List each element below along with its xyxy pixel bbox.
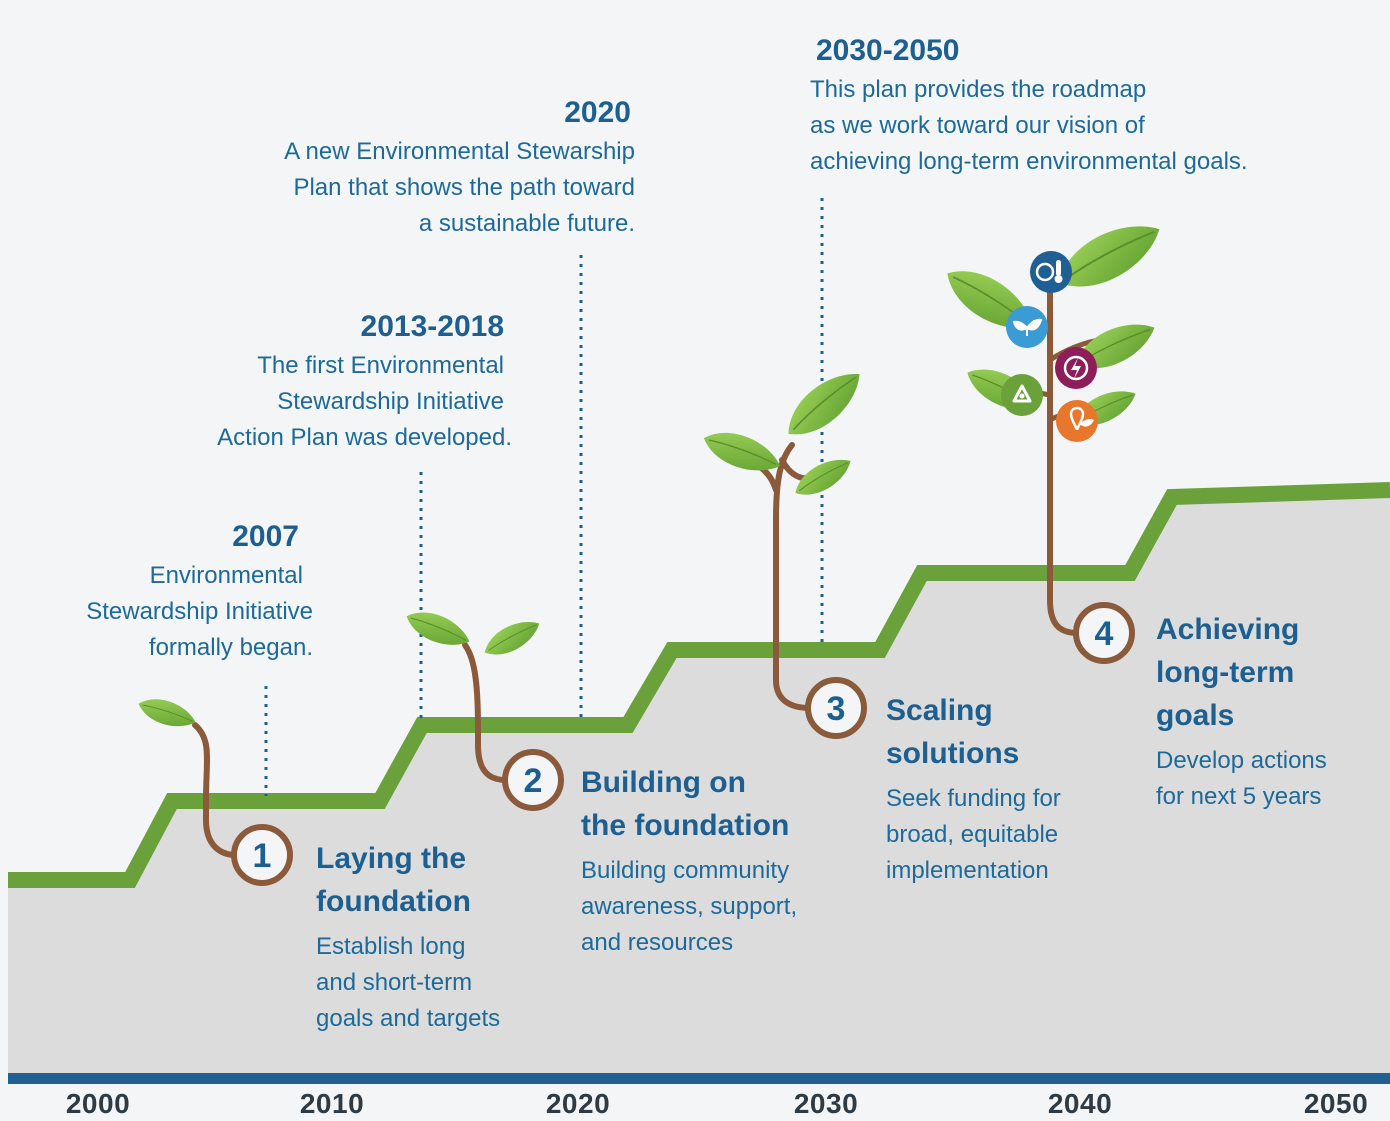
stage-4-text: Achieving long-term goals Develop action… <box>1156 608 1381 815</box>
milestone-2020-line-1: A new Environmental Stewarship <box>284 138 635 165</box>
stage-2-number: 2 <box>524 762 543 800</box>
milestone-2013-2018-line-3: Action Plan was developed. <box>217 424 512 451</box>
stage-4-circle <box>1073 602 1135 664</box>
milestone-2030-2050-year: 2030-2050 <box>816 34 960 67</box>
axis-label-2030: 2030 <box>793 1088 859 1119</box>
stage-4-title-line-3: goals <box>1156 699 1235 732</box>
axis-label-2010: 2010 <box>299 1088 365 1119</box>
stage-2-desc-line-2: awareness, support, <box>581 893 798 920</box>
stage-1-number: 1 <box>253 837 272 875</box>
stage-2-desc-line-1: Building community <box>581 857 790 884</box>
milestone-2007-line-3: formally began. <box>148 634 313 661</box>
stage-2-description: Building community awareness, support, a… <box>581 853 871 961</box>
axis-label-2000: 2000 <box>65 1088 131 1119</box>
plant-stage-3: 3 <box>697 359 873 739</box>
stage-3-description: Seek funding for broad, equitable implem… <box>886 781 1136 889</box>
stage-1-circle <box>231 824 293 886</box>
climate-icon <box>1030 251 1072 293</box>
milestone-2007: 2007 Environmental Stewardship Initiativ… <box>18 516 313 666</box>
stage-3-title-line-1: Scaling <box>886 694 993 727</box>
stage-1-title-line-1: Laying the <box>316 842 467 875</box>
milestone-2020: 2020 A new Environmental Stewarship Plan… <box>160 92 635 242</box>
axis-label-2020: 2020 <box>545 1088 611 1119</box>
stage-4-number: 4 <box>1095 615 1114 653</box>
milestone-2030-2050-line-2: as we work toward our vision of <box>810 112 1145 139</box>
stage-1-title: Laying the foundation <box>316 837 576 923</box>
plant-stage-2: 2 <box>400 603 564 811</box>
milestone-2030-2050-line-1: This plan provides the roadmap <box>810 76 1147 103</box>
stage-2-title: Building on the foundation <box>581 761 871 847</box>
energy-icon <box>1055 347 1097 389</box>
stage-1-desc-line-1: Establish long <box>316 933 466 960</box>
milestone-2007-year: 2007 <box>232 520 299 553</box>
stage-2-text: Building on the foundation Building comm… <box>581 761 871 961</box>
stage-1-description: Establish long and short-term goals and … <box>316 929 576 1037</box>
milestone-2020-year: 2020 <box>564 96 631 129</box>
milestone-2020-line-3: a sustainable future. <box>418 210 635 237</box>
stage-4-title-line-2: long-term <box>1156 656 1295 689</box>
stage-3-text: Scaling solutions Seek funding for broad… <box>886 689 1136 889</box>
milestone-2030-2050: 2030-2050 This plan provides the roadmap… <box>810 30 1380 180</box>
milestone-2030-2050-line-3: achieving long-term environmental goals. <box>810 148 1248 175</box>
stage-3-title: Scaling solutions <box>886 689 1136 775</box>
step-line <box>8 482 1390 888</box>
stage-2-desc-line-3: and resources <box>581 929 734 956</box>
stage-2-title-line-2: the foundation <box>581 809 790 842</box>
stage-1-desc-line-2: and short-term <box>316 969 473 996</box>
stage-1-text: Laying the foundation Establish long and… <box>316 837 576 1037</box>
stage-4-desc-line-2: for next 5 years <box>1156 783 1322 810</box>
milestone-2020-line-2: Plan that shows the path toward <box>293 174 635 201</box>
location-leaf-icon <box>1056 400 1098 442</box>
recycle-icon <box>1001 374 1043 416</box>
stage-2-title-line-1: Building on <box>581 766 746 799</box>
milestone-2013-2018-year: 2013-2018 <box>360 310 504 343</box>
ground-area <box>8 497 1390 1075</box>
plant-stage-4: 4 <box>935 208 1171 664</box>
milestone-2013-2018-line-2: Stewardship Initiative <box>277 388 504 415</box>
stage-3-circle <box>805 677 867 739</box>
stage-3-desc-line-3: implementation <box>886 857 1049 884</box>
stage-3-desc-line-1: Seek funding for <box>886 785 1061 812</box>
milestone-2013-2018: 2013-2018 The first Environmental Stewar… <box>110 306 512 456</box>
stage-3-number: 3 <box>827 690 846 728</box>
stage-1-desc-line-3: goals and targets <box>316 1005 501 1032</box>
stage-1-title-line-2: foundation <box>316 885 471 918</box>
stage-3-title-line-2: solutions <box>886 737 1020 770</box>
stage-4-title: Achieving long-term goals <box>1156 608 1381 737</box>
axis-label-2040: 2040 <box>1047 1088 1113 1119</box>
stage-3-desc-line-2: broad, equitable <box>886 821 1059 848</box>
stage-4-desc-line-1: Develop actions <box>1156 747 1327 774</box>
milestone-2007-line-1: Environmental <box>149 562 303 589</box>
stage-4-description: Develop actions for next 5 years <box>1156 743 1381 815</box>
stage-4-title-line-1: Achieving <box>1156 613 1300 646</box>
milestone-2007-line-2: Stewardship Initiative <box>86 598 313 625</box>
plant-stage-1: 1 <box>134 691 293 886</box>
milestone-2013-2018-line-1: The first Environmental <box>257 352 504 379</box>
plant-icon <box>1006 306 1048 348</box>
axis-label-2050: 2050 <box>1303 1088 1369 1119</box>
stage-2-circle <box>502 749 564 811</box>
axis-bar <box>8 1073 1390 1084</box>
